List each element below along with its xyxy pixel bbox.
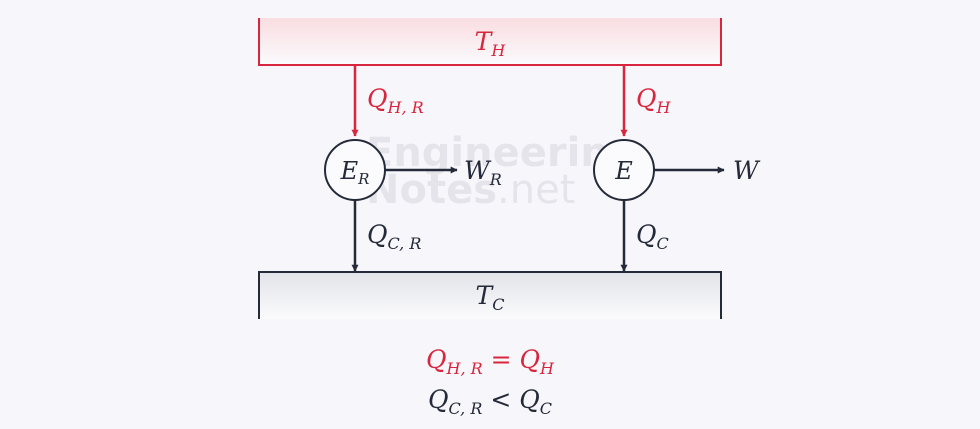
irreversible-engine-branch: QH E W QC: [593, 65, 761, 272]
relations: QH, R = QH QC, R < QC: [426, 345, 555, 418]
watermark-line2: Notes.net: [366, 167, 575, 213]
cold-reservoir: TC: [258, 271, 722, 319]
watermark-line1: Engineering: [366, 130, 637, 176]
irreversible-work-label: W: [733, 156, 761, 185]
reversible-heat-in-label: QH, R: [367, 84, 424, 117]
watermark-light: .net: [497, 167, 575, 213]
cold-reservoir-label: TC: [476, 281, 505, 314]
reversible-heat-out-label: QC, R: [367, 220, 421, 253]
irreversible-engine-label: E: [614, 157, 633, 185]
reversible-work-label: WR: [464, 156, 502, 189]
reversible-engine-branch: QH, R ER WR QC, R: [324, 65, 502, 272]
hot-reservoir-label: TH: [475, 27, 507, 60]
reversible-engine-label: ER: [340, 157, 370, 188]
watermark-bold: Notes: [366, 167, 497, 213]
cold-heat-inequality: QC, R < QC: [428, 385, 552, 418]
watermark: Engineering Notes.net: [366, 130, 637, 213]
hot-heat-equality: QH, R = QH: [426, 345, 555, 378]
irreversible-heat-in-label: QH: [636, 84, 672, 117]
hot-reservoir: TH: [258, 18, 722, 66]
irreversible-heat-out-label: QC: [636, 220, 669, 253]
